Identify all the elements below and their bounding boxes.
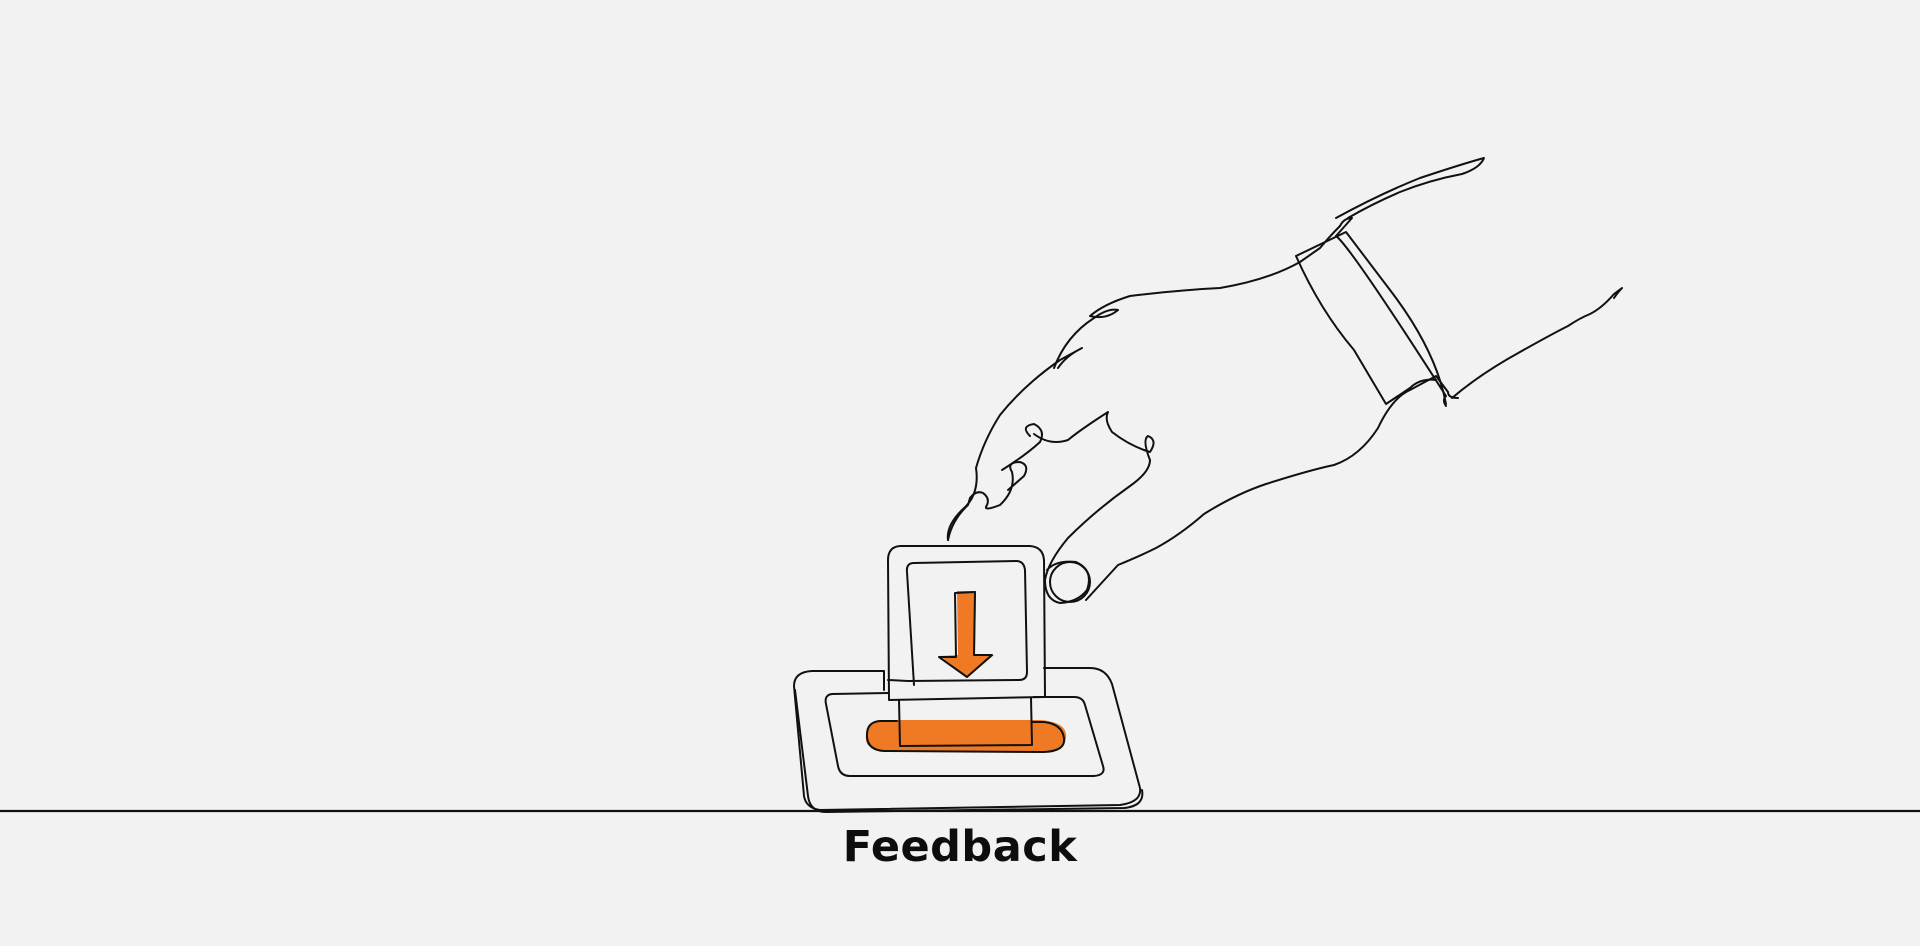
slot-box-icon (793, 667, 1144, 813)
hand-icon (946, 157, 1623, 604)
slot-opening (865, 720, 1067, 752)
page-title: Feedback (842, 822, 1078, 872)
feedback-card-icon (887, 545, 1046, 747)
